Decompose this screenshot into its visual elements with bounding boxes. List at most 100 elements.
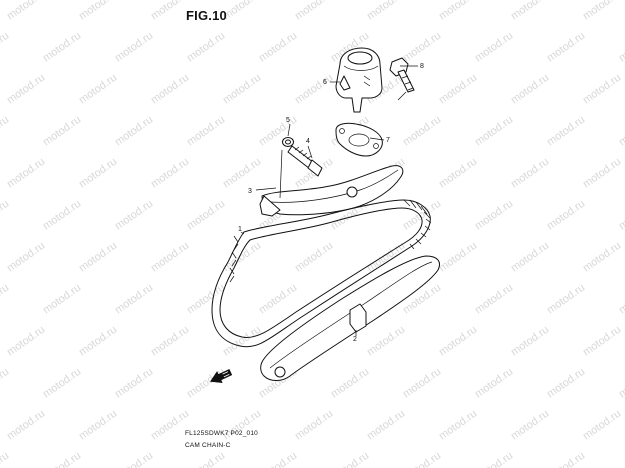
watermark-text: motod.ru [509, 240, 551, 275]
watermark-text: motod.ru [401, 366, 443, 401]
watermark-text: motod.ru [617, 30, 625, 65]
watermark-text: motod.ru [473, 30, 515, 65]
watermark-text: motod.ru [473, 114, 515, 149]
watermark-text: motod.ru [509, 324, 551, 359]
watermark-text: motod.ru [221, 240, 263, 275]
figure-title: FIG.10 [186, 8, 227, 23]
watermark-text: motod.ru [185, 450, 227, 468]
watermark-text: motod.ru [365, 408, 407, 443]
watermark-text: motod.ru [0, 366, 11, 401]
watermark-text: motod.ru [581, 408, 623, 443]
watermark-text: motod.ru [509, 72, 551, 107]
watermark-text: motod.ru [581, 72, 623, 107]
watermark-text: motod.ru [257, 282, 299, 317]
watermark-text: motod.ru [365, 0, 407, 22]
watermark-text: motod.ru [113, 450, 155, 468]
watermark-text: motod.ru [149, 240, 191, 275]
watermark-text: motod.ru [0, 450, 11, 468]
callout-4: 4 [306, 138, 310, 145]
watermark-text: motod.ru [5, 72, 47, 107]
drawing-code: FL125SDWK7 P02_010 [185, 430, 258, 437]
watermark-text: motod.ru [149, 0, 191, 22]
watermark-text: motod.ru [221, 408, 263, 443]
watermark-text: motod.ru [293, 408, 335, 443]
watermark-text: motod.ru [509, 0, 551, 22]
watermark-text: motod.ru [77, 0, 119, 22]
tensioner-gasket [335, 122, 383, 157]
callout-2: 2 [353, 336, 357, 343]
callout-labels: 1 2 3 4 5 6 7 8 [238, 63, 424, 343]
watermark-text: motod.ru [221, 72, 263, 107]
watermark-text: motod.ru [5, 324, 47, 359]
watermark-text: motod.ru [545, 282, 587, 317]
callout-7: 7 [386, 137, 390, 144]
watermark-text: motod.ru [221, 156, 263, 191]
watermark-text: motod.ru [149, 156, 191, 191]
callout-1: 1 [238, 226, 242, 233]
chain-guide-upper [259, 165, 404, 217]
watermark-text: motod.ru [473, 282, 515, 317]
watermark-text: motod.ru [617, 450, 625, 468]
watermark-text: motod.ru [41, 114, 83, 149]
watermark-text: motod.ru [473, 198, 515, 233]
watermark-text: motod.ru [149, 408, 191, 443]
watermark-text: motod.ru [545, 450, 587, 468]
watermark-text: motod.ru [149, 72, 191, 107]
watermark-text: motod.ru [617, 198, 625, 233]
watermark-text: motod.ru [77, 156, 119, 191]
watermark-text: motod.ru [545, 366, 587, 401]
watermark-text: motod.ru [617, 366, 625, 401]
watermark-text: motod.ru [293, 240, 335, 275]
watermark-text: motod.ru [0, 30, 11, 65]
callout-6: 6 [323, 79, 327, 86]
watermark-text: motod.ru [545, 30, 587, 65]
watermark-text: motod.ru [401, 114, 443, 149]
guide-washer [282, 137, 294, 147]
watermark-text: motod.ru [41, 198, 83, 233]
watermark-text: motod.ru [113, 282, 155, 317]
watermark-text: motod.ru [0, 282, 11, 317]
watermark-text: motod.ru [5, 156, 47, 191]
watermark-text: motod.ru [185, 30, 227, 65]
watermark-text: motod.ru [0, 114, 11, 149]
watermark-text: motod.ru [293, 72, 335, 107]
watermark-text: motod.ru [41, 450, 83, 468]
watermark-text: motod.ru [5, 240, 47, 275]
watermark-text: motod.ru [185, 198, 227, 233]
watermark-text: motod.ru [545, 198, 587, 233]
watermark-text: motod.ru [113, 30, 155, 65]
watermark-text: motod.ru [5, 0, 47, 22]
watermark-text: motod.ru [437, 324, 479, 359]
watermark-text: motod.ru [5, 408, 47, 443]
watermark-text: motod.ru [113, 366, 155, 401]
watermark-text: motod.ru [221, 0, 263, 22]
callout-5: 5 [286, 117, 290, 124]
watermark-text: motod.ru [41, 282, 83, 317]
guide-bolt [287, 145, 323, 177]
front-direction-arrow-icon [210, 369, 233, 384]
watermark-text: motod.ru [257, 450, 299, 468]
watermark-text: motod.ru [149, 324, 191, 359]
watermark-text: motod.ru [581, 240, 623, 275]
watermark-text: motod.ru [581, 324, 623, 359]
watermark-text: motod.ru [185, 114, 227, 149]
watermark-text: motod.ru [581, 0, 623, 22]
watermark-text: motod.ru [41, 30, 83, 65]
figure-caption: CAM CHAIN-C [185, 442, 231, 449]
chain-tensioner [335, 47, 383, 113]
watermark-text: motod.ru [473, 366, 515, 401]
watermark-text: motod.ru [545, 114, 587, 149]
watermark-text: motod.ru [437, 240, 479, 275]
callout-8: 8 [420, 63, 424, 70]
watermark-text: motod.ru [329, 450, 371, 468]
watermark-text: motod.ru [329, 366, 371, 401]
watermark-text: motod.ru [77, 408, 119, 443]
leader-lines [240, 65, 418, 336]
watermark-text: motod.ru [113, 114, 155, 149]
watermark-text: motod.ru [77, 324, 119, 359]
watermark-text: motod.ru [509, 156, 551, 191]
watermark-text: motod.ru [77, 72, 119, 107]
watermark-text: motod.ru [77, 240, 119, 275]
